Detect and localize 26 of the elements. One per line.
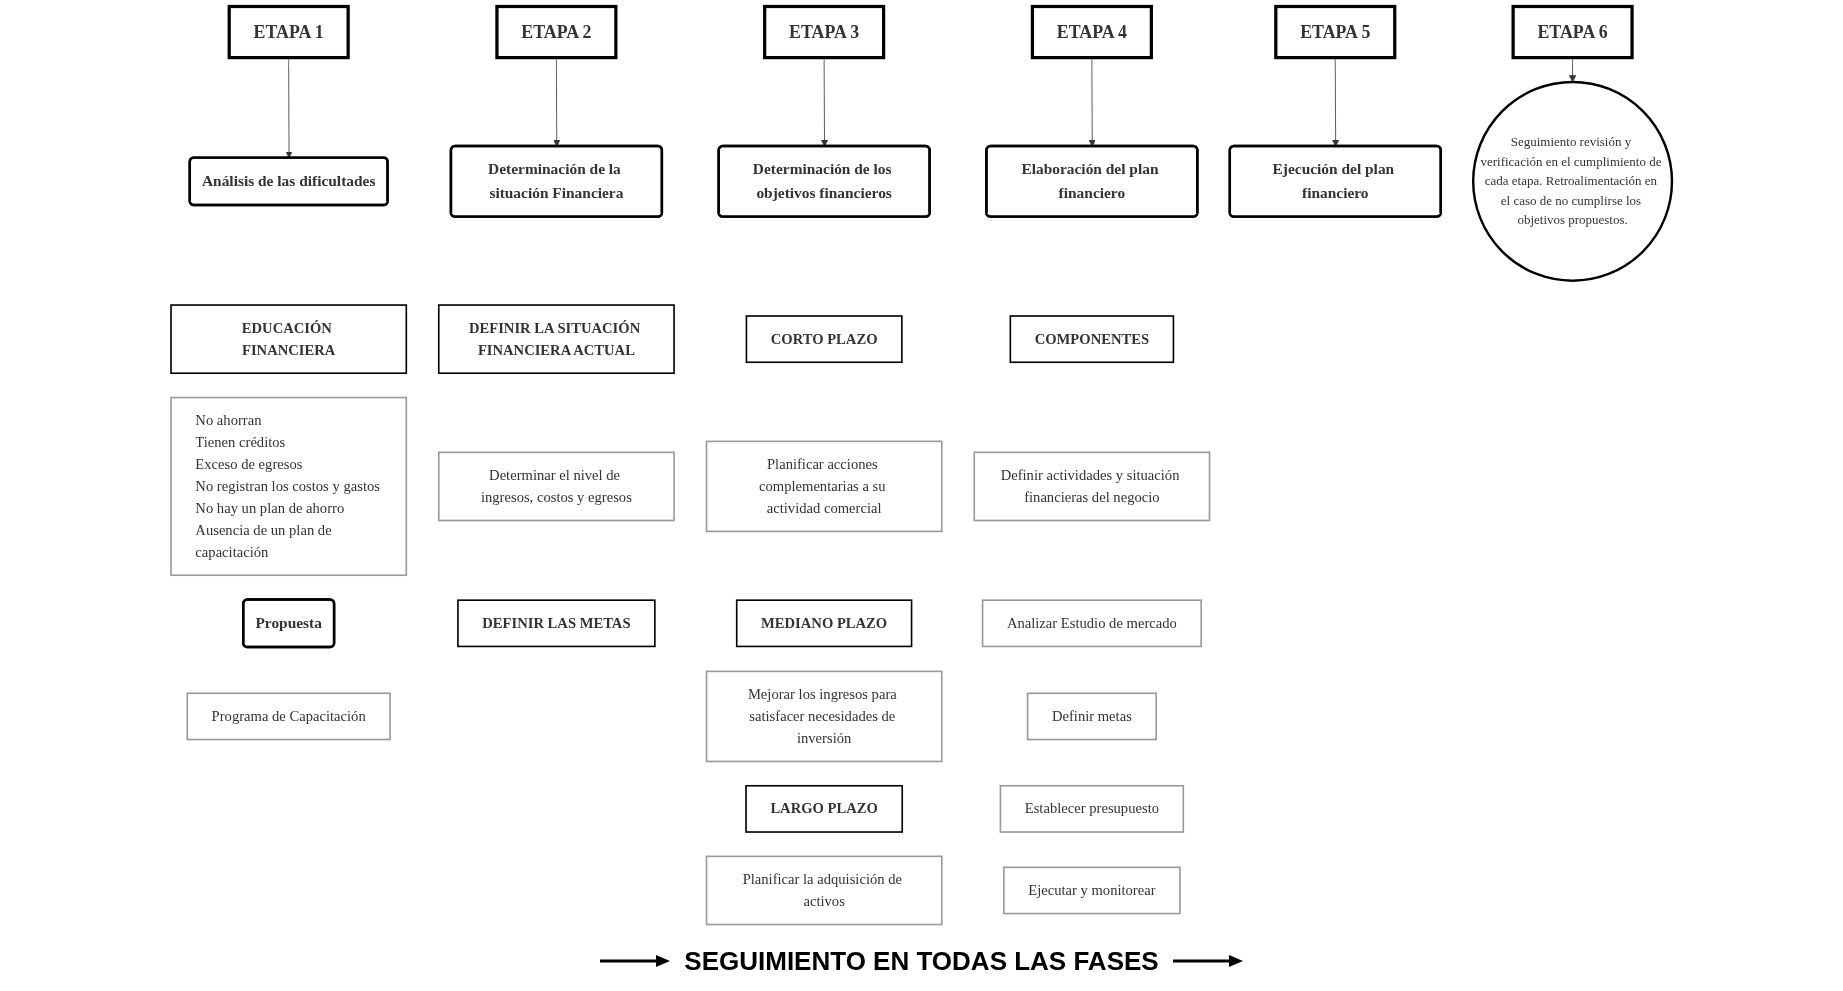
- node-box: MEDIANO PLAZO: [735, 599, 913, 648]
- node-box: ETAPA 2: [495, 4, 618, 60]
- node-box: Programa de Capacitación: [186, 692, 391, 741]
- footer-note: SEGUIMIENTO EN TODAS LAS FASES: [684, 945, 1159, 977]
- node-box: COMPONENTES: [1009, 315, 1175, 364]
- node-box: Definir actividades y situación financieras del negocio: [973, 451, 1211, 522]
- node-box: LARGO PLAZO: [745, 784, 904, 833]
- node-box: ETAPA 5: [1274, 4, 1397, 60]
- node-box: ETAPA 1: [227, 4, 350, 60]
- node-box: EDUCACIÓN FINANCIERA: [170, 304, 408, 374]
- node-box: Planificar acciones complementarias a su actividad comercial: [705, 440, 943, 533]
- node-box: DEFINIR LA SITUACIÓN FINANCIERA ACTUAL: [437, 304, 675, 374]
- node-box: ETAPA 4: [1030, 4, 1153, 60]
- node-box: Mejorar los ingresos para satisfacer necesidades de inversión: [705, 670, 943, 763]
- node-box: ETAPA 3: [763, 4, 886, 60]
- node-box: Analizar Estudio de mercado: [981, 599, 1202, 648]
- node-circle: Seguimiento revisión y verificación en el cumplimiento de cada etapa. Retroalimentación en el caso de no cumplirse los objetivos propuestos.: [1472, 80, 1674, 282]
- node-box: Determinar el nivel de ingresos, costos y egresos: [437, 451, 675, 522]
- node-box: No ahorran Tienen créditos Exceso de egresos No registran los costos y gastos No hay un plan de ahorro Ausencia de un plan de capacitación: [170, 396, 408, 577]
- node-box: Planificar la adquisición de activos: [705, 855, 943, 926]
- node-box: Ejecutar y monitorear: [1003, 866, 1181, 915]
- node-box: DEFINIR LAS METAS: [457, 599, 656, 648]
- node-box: Establecer presupuesto: [999, 784, 1185, 833]
- node-box: ETAPA 6: [1511, 4, 1634, 60]
- node-box: Definir metas: [1026, 692, 1157, 741]
- node-box: CORTO PLAZO: [745, 315, 903, 364]
